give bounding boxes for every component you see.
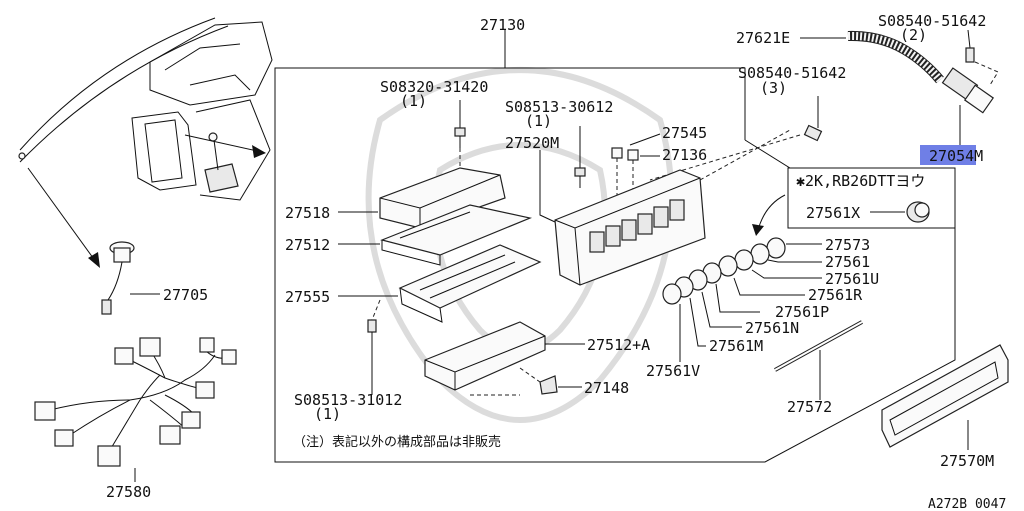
callout-s08320: S08320-31420 [380, 78, 488, 96]
callout-27512A: 27512+A [587, 336, 650, 354]
part-27555-holder: 27555 [285, 244, 542, 323]
screw-08320: S08320-31420 (1) [380, 78, 488, 210]
callout-27561V: 27561V [646, 362, 700, 380]
highlight-27054M [920, 145, 976, 165]
part-27570M-bezel: 27570M [881, 344, 1009, 470]
callout-27572: 27572 [787, 398, 832, 416]
callout-27570M: 27570M [940, 452, 994, 470]
callout-27148: 27148 [584, 379, 629, 397]
part-27621E-hose: 27621E [736, 29, 944, 84]
callout-27561U: 27561U [825, 270, 879, 288]
callout-s08320-qty: (1) [400, 92, 427, 110]
knob-row: 27573 27561 27561U 27561R 27561P 27561N … [646, 194, 879, 380]
callout-27705: 27705 [163, 286, 208, 304]
callout-27573: 27573 [825, 236, 870, 254]
part-27705-sensor: 27705 [101, 241, 208, 315]
callout-27561: 27561 [825, 253, 870, 271]
callout-s08540-2: S08540-51642 [878, 12, 986, 30]
callout-s08513-31012: S08513-31012 [294, 391, 402, 409]
callout-27512: 27512 [285, 236, 330, 254]
applicability-box: ✱2K,RB26DTTヨウ 27561X [787, 167, 956, 229]
callout-27545: 27545 [662, 124, 707, 142]
part-27054M-sensor: 27054M [920, 67, 995, 165]
callout-27518: 27518 [285, 204, 330, 222]
callout-27555: 27555 [285, 288, 330, 306]
part-27520M-panel: 27520M [505, 129, 791, 286]
footnote: （注）表記以外の構成部品は非販売 [293, 434, 501, 450]
callout-s08540-3-qty: (3) [760, 79, 787, 97]
screw-08513-31012: S08513-31012 (1) [294, 299, 402, 423]
dashboard-sketch [18, 17, 273, 268]
callout-27054M: 27054M [929, 147, 983, 165]
part-27512A-module: 27512+A [424, 321, 650, 396]
part-27512-plate: 27512 [285, 204, 533, 266]
callout-27561M: 27561M [709, 337, 763, 355]
callout-27580: 27580 [106, 483, 151, 501]
callout-27136: 27136 [662, 146, 707, 164]
applicability-note: ✱2K,RB26DTTヨウ [796, 172, 925, 190]
screw-08540-3: S08540-51642 (3) [649, 64, 846, 181]
callout-27561R: 27561R [808, 286, 863, 304]
callout-27520M: 27520M [505, 134, 559, 152]
part-27518-bracket: 27518 [285, 167, 506, 229]
callout-s08540-2-qty: (2) [900, 26, 927, 44]
part-27148-clip: 27148 [519, 367, 629, 397]
callout-27561N: 27561N [745, 319, 799, 337]
callout-27621E: 27621E [736, 29, 790, 47]
callout-27130: 27130 [480, 16, 525, 34]
callout-s08540-3: S08540-51642 [738, 64, 846, 82]
callout-27561P: 27561P [775, 303, 829, 321]
callout-s08513-31012-qty: (1) [314, 405, 341, 423]
callout-s08513-30612-qty: (1) [525, 112, 552, 130]
part-27580-harness: 27580 [34, 337, 237, 501]
screw-08540-2: S08540-51642 (2) [878, 12, 999, 86]
callout-s08513-30612: S08513-30612 [505, 98, 613, 116]
part-27572-strip: 27572 [774, 320, 863, 416]
screw-08513-30612: S08513-30612 (1) [505, 98, 613, 188]
reference-code: A272B 0047 [928, 497, 1006, 511]
part-27545-27136: 27545 27136 [611, 124, 707, 195]
callout-27561X: 27561X [806, 204, 860, 222]
